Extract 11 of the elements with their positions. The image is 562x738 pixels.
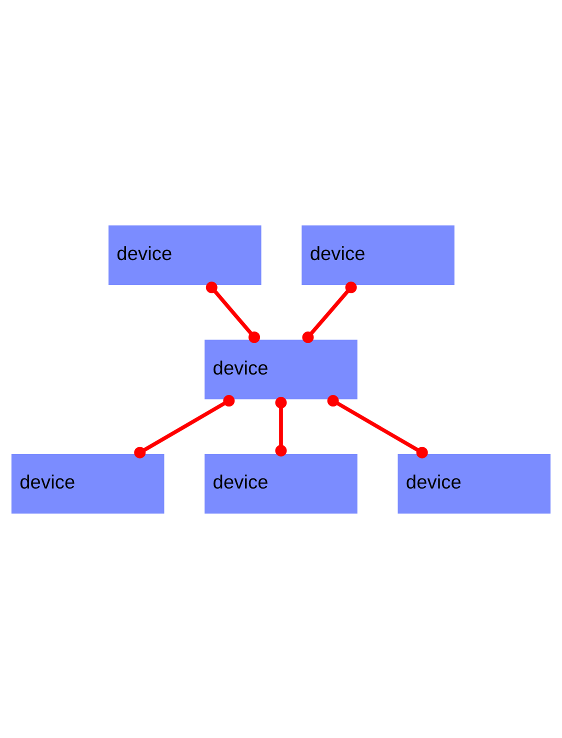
node-box: device <box>11 454 164 514</box>
connector <box>327 394 428 458</box>
node-box: device <box>204 339 358 399</box>
connector <box>206 281 260 343</box>
connector <box>134 394 235 458</box>
node-box: device <box>398 454 551 514</box>
node-box: device <box>204 454 358 514</box>
connector <box>302 281 357 343</box>
node-box: device <box>302 224 454 284</box>
connector <box>275 396 287 456</box>
node-box: device <box>108 224 262 284</box>
